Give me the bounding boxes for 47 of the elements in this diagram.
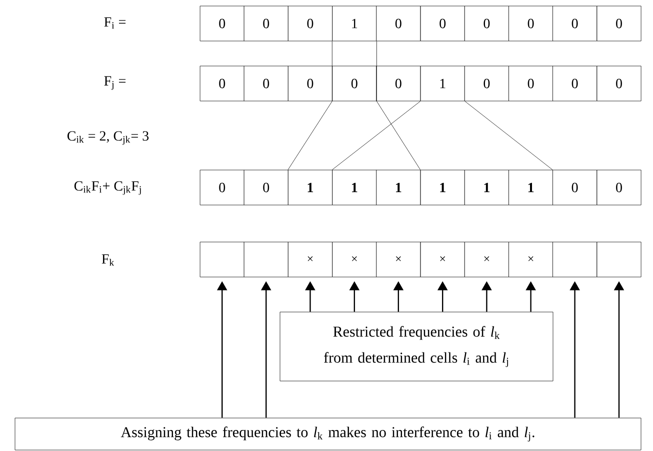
cell: 0 — [200, 6, 244, 42]
row-label: C$_{ik}$F$_{i}$+ C$_{jk}$F$_{j}$ — [74, 181, 141, 195]
cell: 0 — [508, 66, 554, 102]
cell: 0 — [464, 6, 509, 42]
connector-line — [288, 41, 332, 170]
cell: × — [376, 242, 421, 278]
cell: 0 — [288, 6, 332, 42]
cell: 0 — [376, 66, 421, 102]
row-label: F$_{i}$ = — [104, 17, 126, 29]
cell: × — [464, 242, 509, 278]
cell: × — [288, 242, 332, 278]
cell: 0 — [596, 66, 642, 102]
row-label: C$_{ik}$ = 2, C$_{jk}$= 3 — [67, 131, 149, 145]
cell: 0 — [332, 66, 377, 102]
cell: 1 — [332, 170, 377, 206]
connector-line — [332, 101, 421, 170]
cell: 0 — [552, 66, 598, 102]
cell: 0 — [200, 66, 244, 102]
cell: 1 — [420, 66, 465, 102]
cell: 1 — [420, 170, 465, 206]
cell: × — [420, 242, 465, 278]
text-box: Restricted frequencies of l$_{k}$ from determined cells l$_{i}$ and l$_{j}$ — [280, 312, 554, 382]
cell: 1 — [332, 6, 377, 42]
cell: × — [508, 242, 554, 278]
text-box: Assigning these frequencies to l$_{k}$ makes no interference to l$_{i}$ and l$_{j}$. — [14, 418, 642, 450]
cell: 1 — [508, 170, 554, 206]
cell: 0 — [200, 170, 244, 206]
cell: 0 — [596, 6, 642, 42]
cell: 0 — [376, 6, 421, 42]
cell: 0 — [552, 170, 598, 206]
connector-line — [376, 41, 421, 170]
cell: 0 — [288, 66, 332, 102]
cell: 0 — [552, 6, 598, 42]
cell: 0 — [464, 66, 509, 102]
cell: 0 — [244, 66, 288, 102]
cell: × — [332, 242, 377, 278]
cell: 0 — [596, 170, 642, 206]
row-label: F$_{k}$ — [102, 254, 114, 266]
cell: 1 — [376, 170, 421, 206]
cell: 0 — [420, 6, 465, 42]
cell: 0 — [244, 6, 288, 42]
cell: 1 — [288, 170, 332, 206]
row-label: F$_{j}$ = — [104, 76, 126, 90]
cell: 0 — [508, 6, 554, 42]
cell: 0 — [244, 170, 288, 206]
connector-line — [464, 101, 553, 170]
cell: 1 — [464, 170, 509, 206]
